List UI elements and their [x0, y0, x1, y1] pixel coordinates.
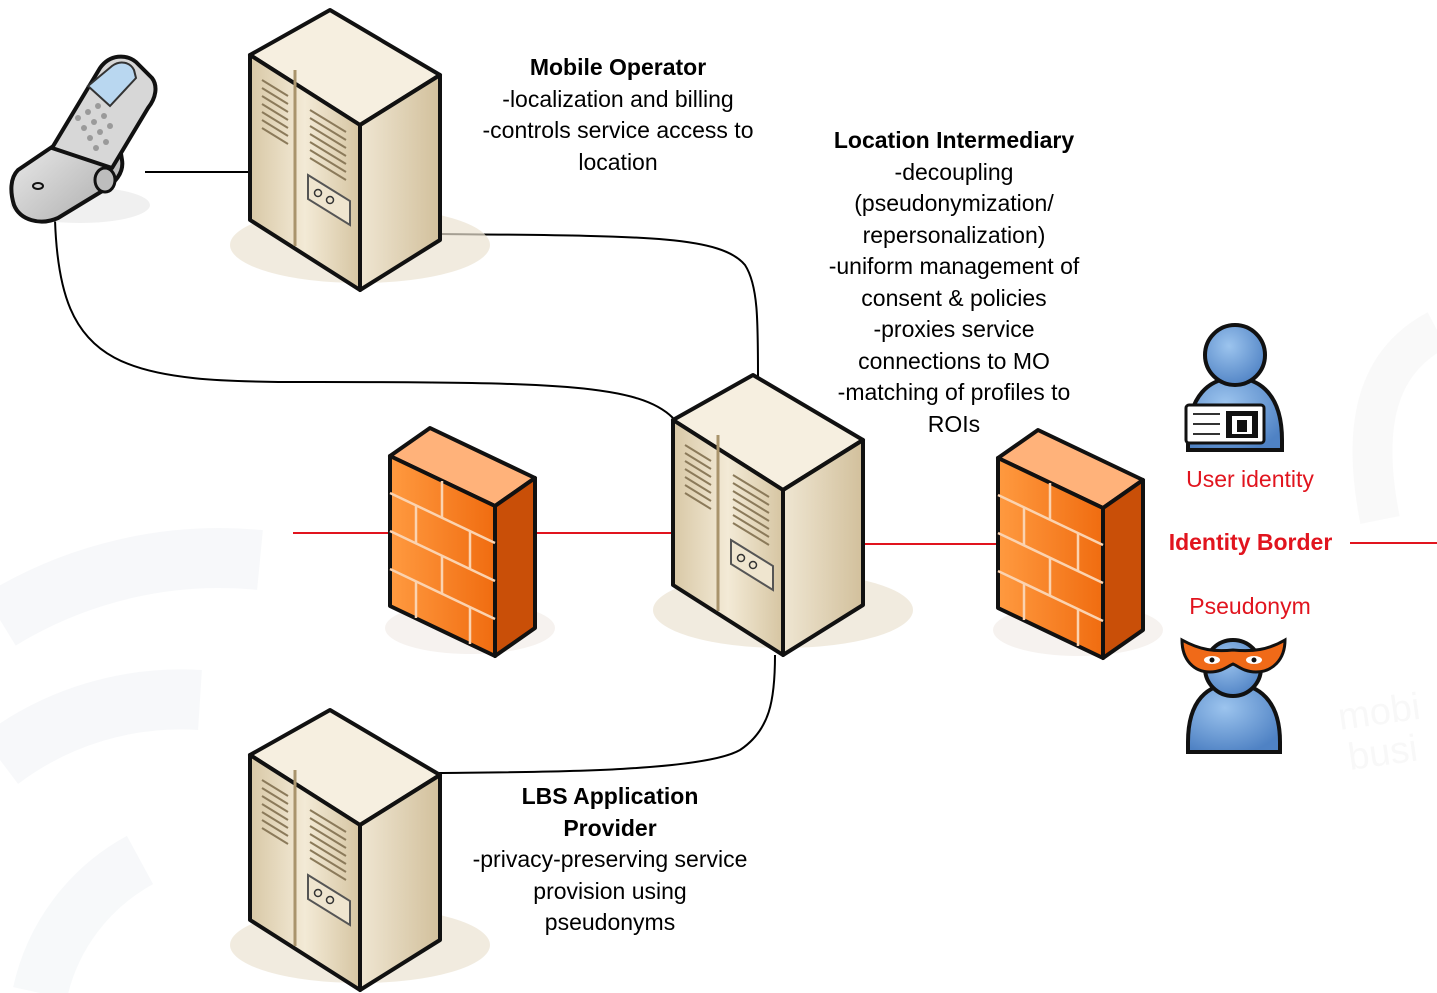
location-intermediary-title: Location Intermediary [833, 127, 1075, 153]
lbs-provider-line: pseudonyms [544, 909, 676, 935]
location-intermediary-line: consent & policies [861, 284, 1047, 311]
mobile-phone-icon [9, 54, 158, 224]
lbs-provider-line: -privacy-preserving service [472, 846, 748, 872]
location-intermediary-line: repersonalization) [862, 221, 1046, 248]
location-intermediary-line: -proxies service [873, 316, 1035, 342]
mobile-operator-title: Mobile Operator [529, 54, 707, 80]
lbs-provider-label: LBS Application Provider -privacy-preser… [445, 781, 775, 939]
location-intermediary-line: connections to MO [858, 347, 1050, 374]
location-intermediary-label: Location Intermediary -decoupling (pseud… [800, 125, 1108, 440]
user-identity-person-icon [1184, 323, 1284, 452]
svg-text:busi: busi [1345, 728, 1420, 779]
lbs-provider-line: provision using [533, 877, 687, 904]
mobile-operator-line: location [578, 148, 658, 175]
location-intermediary-line: -decoupling [894, 158, 1014, 185]
background-watermark: mobi busi [0, 312, 1437, 993]
lbs-provider-title: LBS Application [521, 783, 699, 809]
location-intermediary-line: (pseudonymization/ [854, 190, 1054, 216]
firewall-right-icon [991, 428, 1165, 660]
pseudonym-label: Pseudonym [1189, 593, 1311, 619]
mobile-operator-line: -localization and billing [502, 85, 734, 112]
firewall-left-icon [383, 426, 557, 658]
location-intermediary-line: ROIs [927, 410, 981, 437]
lbs-provider-title: Provider [563, 814, 657, 841]
user-identity-label: User identity [1186, 466, 1314, 492]
location-intermediary-line: -uniform management of [828, 253, 1080, 279]
connections [54, 171, 776, 774]
mobile-operator-label: Mobile Operator -localization and billin… [450, 52, 786, 178]
location-intermediary-line: -matching of profiles to [837, 379, 1071, 405]
mobile-operator-line: -controls service access to [482, 117, 754, 143]
identity-border-label: Identity Border [1168, 529, 1333, 555]
pseudonym-person-icon [1180, 637, 1287, 754]
